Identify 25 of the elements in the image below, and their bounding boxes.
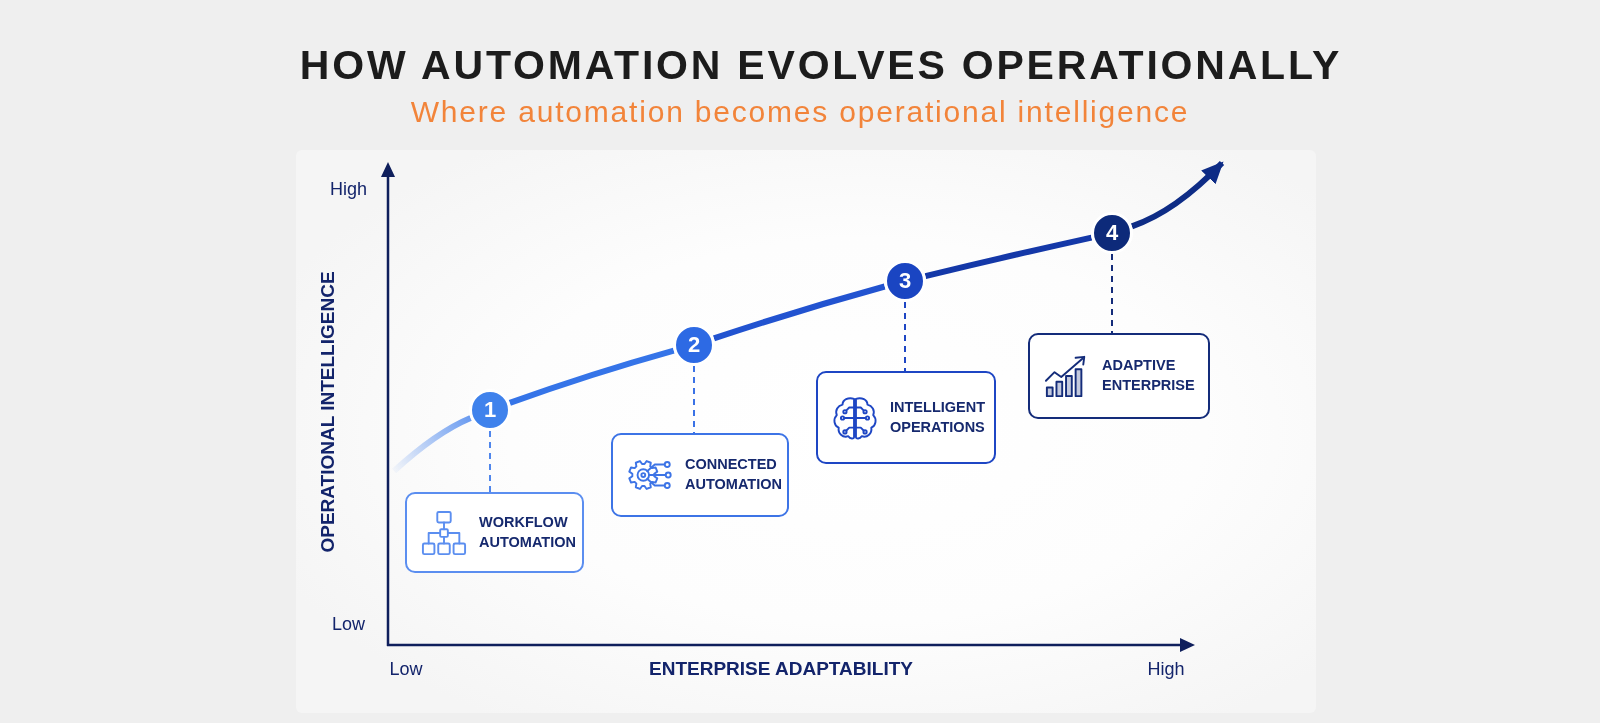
trend-line: [392, 415, 472, 474]
axis-end-label: High: [1147, 658, 1185, 680]
trend-line: [712, 283, 886, 342]
trend-arrow: [1130, 160, 1225, 230]
stage-card: [405, 492, 584, 573]
trend-line: [924, 234, 1093, 279]
axis-title: OPERATIONAL INTELLIGENCE: [317, 271, 339, 553]
stage-label: INTELLIGENT OPERATIONS: [890, 397, 987, 437]
axis-end-label: Low: [331, 613, 365, 635]
stage-label: CONNECTED AUTOMATION: [685, 455, 783, 494]
axis-end-label: High: [329, 178, 367, 200]
dashed-connector: [489, 430, 491, 493]
stage-card: [611, 433, 789, 517]
title: HOW AUTOMATION EVOLVES OPERATIONALLY: [299, 43, 1343, 89]
subtitle: Where automation becomes operational intelligence: [410, 94, 1190, 130]
axis-title: ENTERPRISE ADAPTABILITY: [649, 658, 913, 680]
stage-card: [1028, 333, 1210, 419]
axis-end-label: Low: [389, 658, 423, 680]
trend-line: [508, 347, 675, 406]
stage-label: WORKFLOW AUTOMATION: [479, 512, 577, 552]
stage-card: [816, 371, 996, 464]
dashed-connector: [693, 365, 695, 434]
dashed-connector: [1111, 253, 1113, 334]
stage-label: ADAPTIVE ENTERPRISE: [1102, 356, 1196, 395]
dashed-connector: [904, 301, 906, 372]
